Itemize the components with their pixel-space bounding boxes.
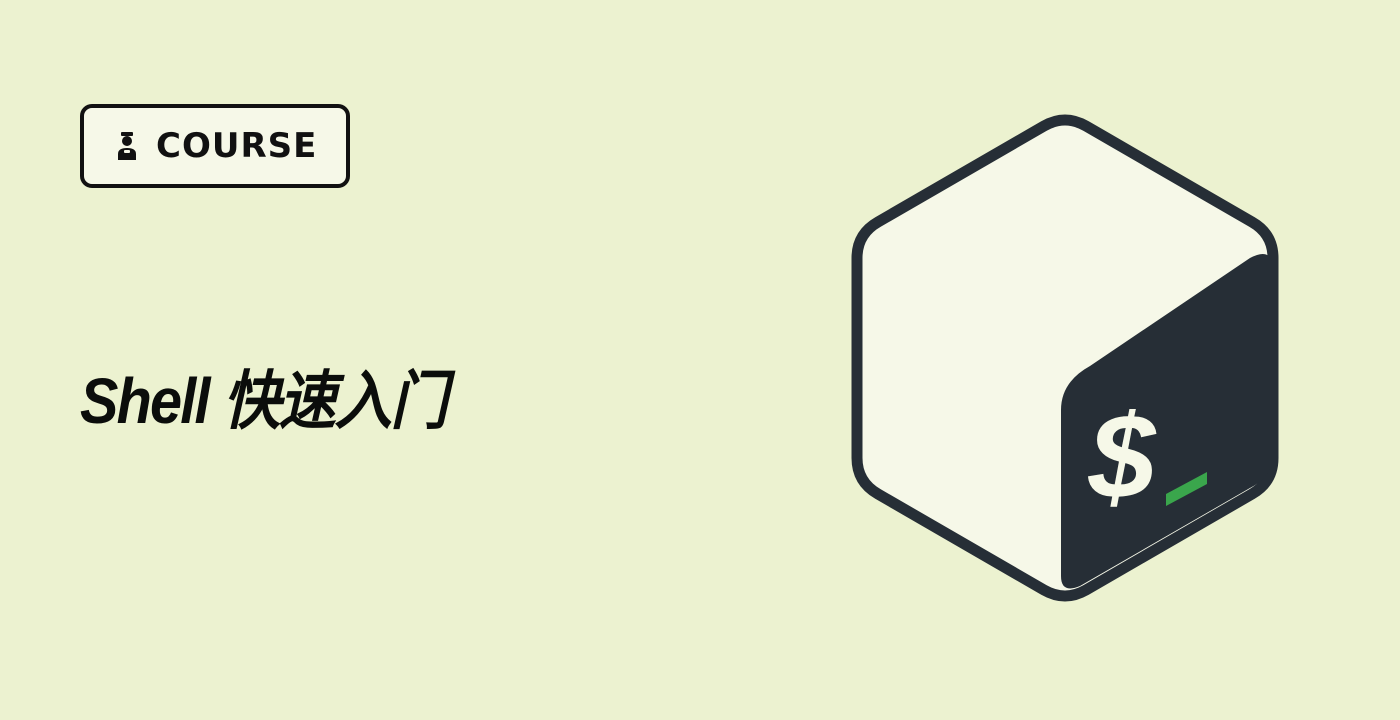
logo-face <box>1061 254 1273 589</box>
cursor-mark <box>1166 472 1207 506</box>
bash-logo: $ <box>851 114 1279 602</box>
badge-label: COURSE <box>156 126 318 166</box>
dollar-glyph: $ <box>1088 390 1157 524</box>
course-badge: COURSE <box>80 104 350 188</box>
user-icon <box>112 126 142 166</box>
page-title: Shell 快速入门 <box>80 365 448 437</box>
